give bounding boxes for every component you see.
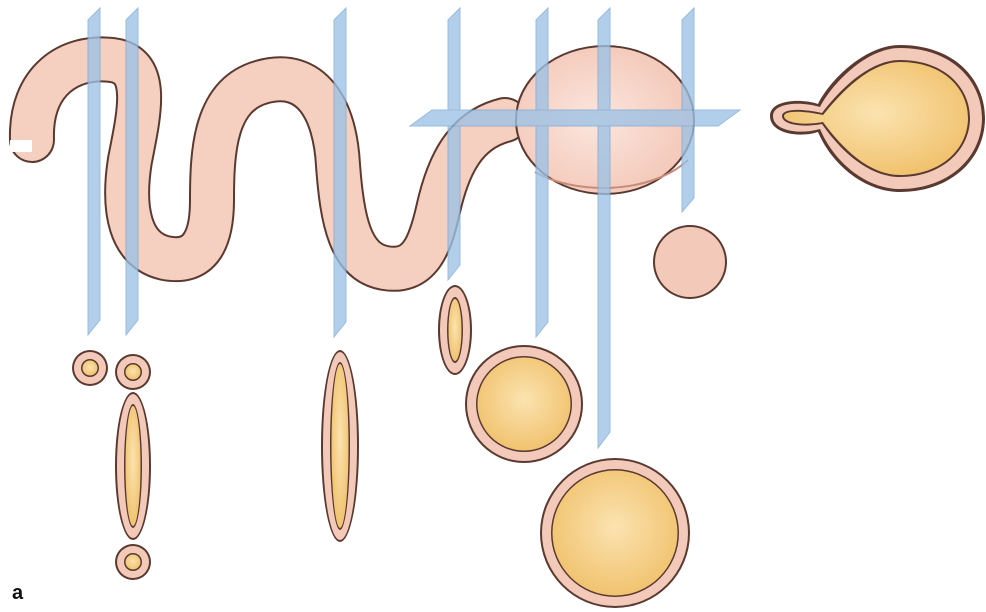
convoluted-tube — [10, 59, 505, 268]
cutting-plane-6 — [598, 8, 610, 448]
cutting-plane-3 — [334, 8, 346, 337]
cutting-plane-2 — [126, 8, 138, 335]
cross-section-round-plain — [653, 225, 727, 299]
cutting-plane-1 — [88, 8, 100, 335]
cutting-plane-horizontal — [410, 110, 740, 126]
cutting-plane-5 — [536, 8, 548, 337]
cross-section-round-large — [540, 458, 690, 608]
cross-section-elongated-oval — [321, 350, 359, 542]
cutting-plane-4 — [448, 8, 460, 280]
cross-section-elongated-oval — [115, 392, 151, 540]
panel-label: a — [12, 583, 23, 603]
cross-section-round-small — [72, 350, 108, 386]
tube-cut-end — [10, 140, 32, 152]
cross-section-bulb-with-neck — [770, 45, 985, 192]
cross-section-round-medium — [465, 345, 583, 463]
cross-section-oval-narrow — [438, 285, 472, 375]
cross-section-round-small — [115, 544, 151, 580]
cross-section-round-small — [115, 354, 151, 390]
